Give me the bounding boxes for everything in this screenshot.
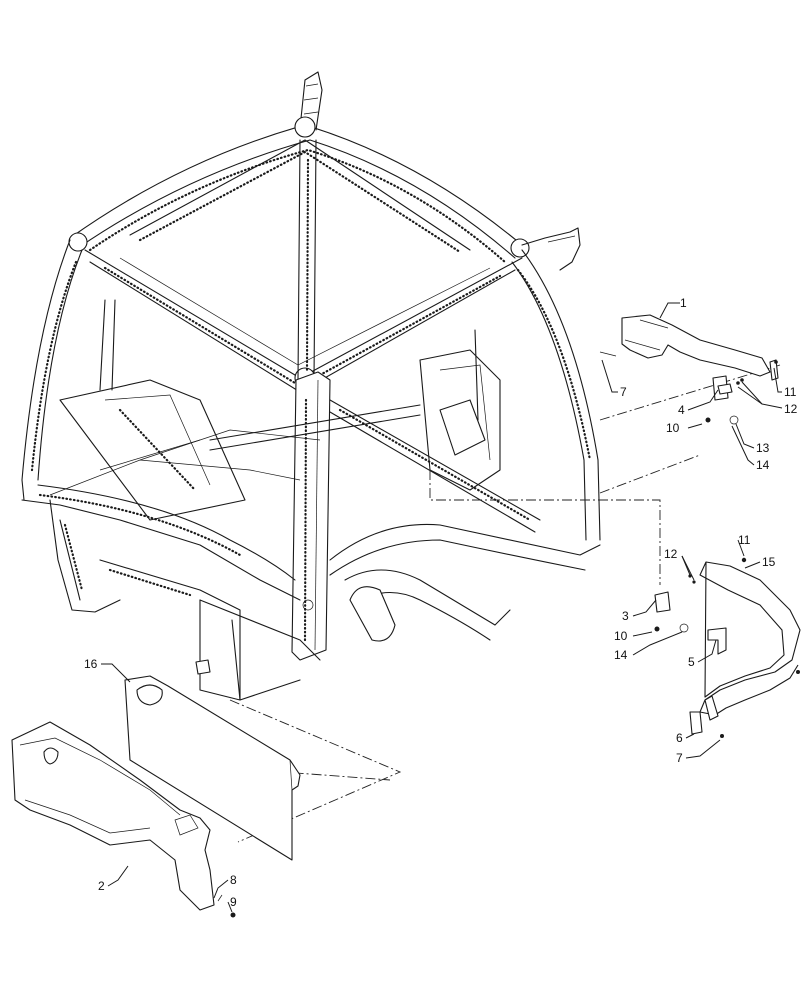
callout-10-lower: 10 (614, 629, 628, 643)
callout-7-upper: 7 (620, 385, 627, 399)
callout-10-upper: 10 (666, 421, 680, 435)
callout-4: 4 (678, 403, 685, 417)
callout-7-lower: 7 (676, 751, 683, 765)
callout-labels: 1 7 11 12 4 10 13 14 11 12 15 3 10 14 5 … (84, 296, 798, 909)
hardware-upper-right (705, 360, 778, 425)
callout-3: 3 (622, 609, 629, 623)
part-15-cover (654, 557, 801, 738)
callout-1: 1 (680, 296, 687, 310)
callout-16: 16 (84, 657, 98, 671)
callout-6: 6 (676, 731, 683, 745)
leader-lines (101, 302, 783, 913)
callout-15: 15 (762, 555, 776, 569)
callout-2: 2 (98, 879, 105, 893)
callout-8: 8 (230, 873, 237, 887)
callout-14-lower: 14 (614, 648, 628, 662)
callout-9: 9 (230, 895, 237, 909)
part-1-cover (599, 314, 779, 381)
callout-14-upper: 14 (756, 458, 770, 472)
cab-frame (21, 71, 601, 701)
callout-13: 13 (756, 441, 770, 455)
callout-12-upper: 12 (784, 402, 798, 416)
callout-11-lower: 11 (738, 533, 751, 547)
callout-5: 5 (688, 655, 695, 669)
part-2-cover (11, 721, 236, 918)
callout-11-upper: 11 (784, 385, 797, 399)
part-16-panel (124, 675, 301, 861)
callout-12-lower: 12 (664, 547, 678, 561)
